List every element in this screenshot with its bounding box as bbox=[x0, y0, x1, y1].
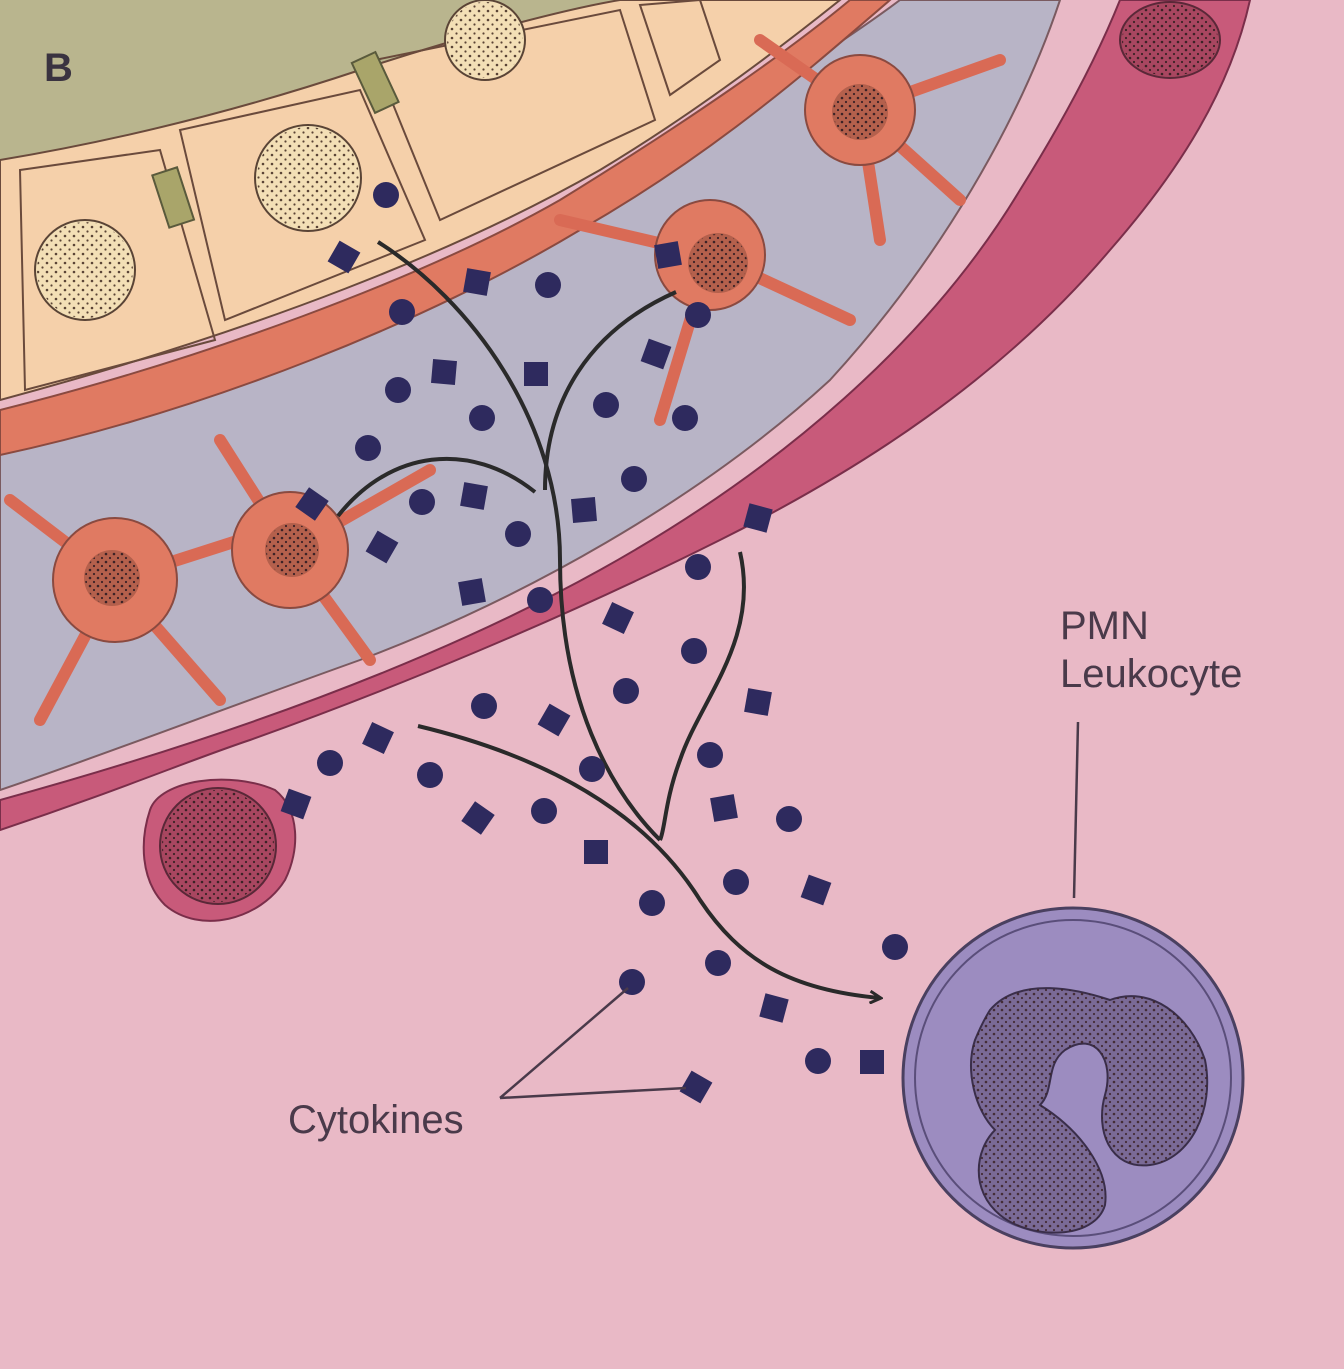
cytokines-label: Cytokines bbox=[288, 1098, 464, 1143]
pmn-leukocyte bbox=[903, 908, 1243, 1248]
pmn-label-line1: PMN bbox=[1060, 602, 1242, 650]
pmn-label-line2: Leukocyte bbox=[1060, 650, 1242, 698]
panel-letter: B bbox=[44, 46, 73, 91]
pmn-leukocyte-label: PMN Leukocyte bbox=[1060, 602, 1242, 698]
